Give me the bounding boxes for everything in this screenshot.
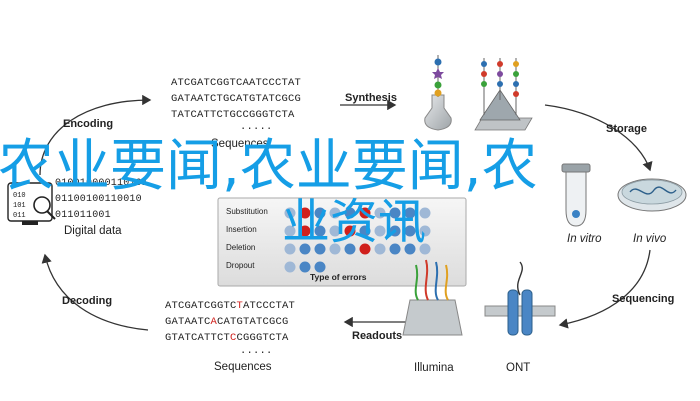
overlay-text-line-1: 农业要闻,农业要闻,农 — [0, 134, 538, 199]
storage-cell-icon — [617, 178, 687, 212]
nucleotide-dot — [299, 261, 311, 273]
nucleotide-dot — [389, 225, 401, 237]
svg-text:101: 101 — [13, 202, 26, 210]
bottom-seq-caption: Sequences — [214, 361, 272, 373]
error-panel — [217, 197, 467, 287]
top-seq-line-1: ATCGATCGGTCAATCCCTAT — [171, 77, 302, 89]
illumina-label: Illumina — [414, 362, 454, 374]
digital-bits-3: 011011001 — [55, 210, 111, 221]
error-row-deletion: Deletion — [226, 243, 256, 252]
nucleotide-dot — [284, 225, 296, 237]
illumina-icon — [402, 259, 463, 336]
stage-sequencing: Sequencing — [612, 293, 675, 305]
arrow-storage — [544, 104, 653, 172]
in-vitro-label: In vitro — [567, 233, 602, 245]
ont-icon — [484, 261, 556, 336]
nucleotide-dot — [329, 243, 341, 255]
arrow-sequencing — [558, 249, 651, 329]
error-row-insertion: Insertion — [226, 225, 257, 234]
stage-synthesis: Synthesis — [345, 92, 397, 104]
nucleotide-dot — [344, 243, 356, 255]
monitor-icon: 010 101 011 — [7, 182, 56, 225]
nucleotide-dot — [329, 207, 341, 219]
nucleotide-dot — [359, 207, 371, 219]
nucleotide-dot — [284, 243, 296, 255]
nucleotide-dot — [389, 207, 401, 219]
nucleotide-dot — [404, 243, 416, 255]
top-seq-line-2: GATAATCTGCATGTATCGCG — [171, 93, 302, 105]
bottom-seq-ellipsis: ..... — [240, 345, 273, 357]
in-vivo-label: In vivo — [633, 233, 667, 245]
nucleotide-dot — [404, 207, 416, 219]
storage-tube-icon — [561, 163, 591, 227]
nucleotide-dot — [419, 243, 431, 255]
nucleotide-dot — [374, 243, 386, 255]
nucleotide-dot — [299, 207, 311, 219]
nucleotide-dot — [314, 243, 326, 255]
overlay-text-line-2: 业资讯 — [282, 194, 427, 250]
nucleotide-dot — [419, 225, 431, 237]
nucleotide-dot — [359, 225, 371, 237]
bottom-seq-line-2: GATAATCACATGTATCGCG — [165, 316, 289, 328]
nucleotide-dot — [419, 207, 431, 219]
top-seq-caption: Sequences — [211, 138, 269, 150]
digital-bits-1: 010010000110101 — [55, 178, 149, 189]
nucleotide-dot — [299, 243, 311, 255]
top-seq-line-3: TATCATTCTGCCGGGTCTA — [171, 109, 295, 121]
digital-bits-2: 01100100110010 — [55, 194, 142, 205]
stage-readouts: Readouts — [352, 330, 403, 342]
nucleotide-dot — [299, 225, 311, 237]
bottom-seq-line-1: ATCGATCGGTCTATCCCTAT — [165, 300, 296, 312]
nucleotide-dot — [314, 225, 326, 237]
nucleotide-dot — [374, 207, 386, 219]
error-types-title: Type of errors — [310, 272, 367, 282]
nucleotide-dot — [359, 243, 371, 255]
error-row-substitution: Substitution — [226, 207, 268, 216]
nucleotide-dot — [404, 225, 416, 237]
svg-text:010: 010 — [13, 192, 26, 200]
synthesis-array-icon — [474, 58, 533, 131]
arrow-encoding — [39, 94, 152, 176]
nucleotide-dot — [314, 207, 326, 219]
svg-text:011: 011 — [13, 212, 26, 220]
top-seq-ellipsis: ..... — [240, 121, 273, 133]
stage-storage: Storage — [606, 123, 647, 135]
error-row-dropout: Dropout — [226, 261, 255, 270]
nucleotide-dot — [344, 207, 356, 219]
stage-decoding: Decoding — [62, 295, 113, 307]
digital-data-caption: Digital data — [64, 225, 122, 237]
nucleotide-dot — [344, 225, 356, 237]
synthesis-flask-icon — [424, 55, 452, 131]
nucleotide-dot — [374, 225, 386, 237]
stage-encoding: Encoding — [63, 118, 114, 130]
arrow-decoding — [41, 253, 149, 331]
error-grid — [284, 207, 431, 273]
ont-label: ONT — [506, 362, 531, 374]
nucleotide-dot — [329, 225, 341, 237]
nucleotide-dot — [284, 261, 296, 273]
nucleotide-dot — [389, 243, 401, 255]
bottom-seq-line-3: GTATCATTCTCCGGGTCTA — [165, 332, 289, 344]
nucleotide-dot — [284, 207, 296, 219]
nucleotide-dot — [314, 261, 326, 273]
